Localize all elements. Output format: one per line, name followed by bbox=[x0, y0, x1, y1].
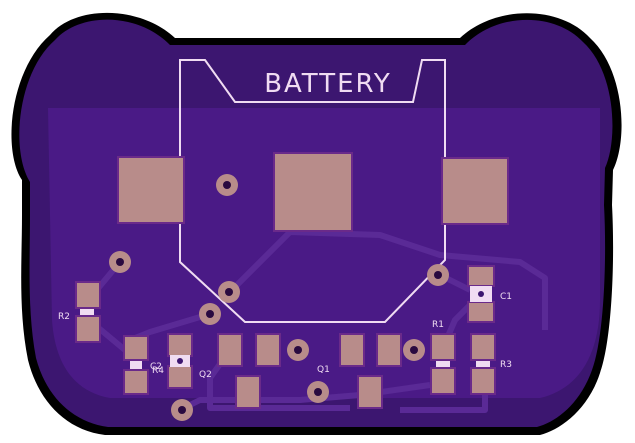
resistor-r2 bbox=[75, 281, 101, 343]
label-r3: R3 bbox=[500, 360, 512, 370]
capacitor-c1 bbox=[467, 265, 495, 323]
via bbox=[171, 399, 193, 421]
via bbox=[218, 281, 240, 303]
battery-pads bbox=[117, 152, 509, 232]
via bbox=[109, 251, 131, 273]
label-r1: R1 bbox=[432, 320, 444, 330]
label-r2: R2 bbox=[58, 312, 70, 322]
via bbox=[199, 303, 221, 325]
via bbox=[427, 264, 449, 286]
label-q2: Q2 bbox=[199, 370, 212, 380]
battery-outline bbox=[179, 59, 446, 323]
transistor-q2 bbox=[217, 333, 281, 409]
label-q1: Q1 bbox=[317, 365, 330, 375]
via bbox=[403, 339, 425, 361]
via bbox=[307, 381, 329, 403]
battery-label: BATTERY bbox=[264, 69, 392, 99]
label-r4: R4 bbox=[152, 366, 164, 376]
vias bbox=[109, 174, 449, 421]
capacitor-c2 bbox=[123, 335, 149, 395]
via bbox=[287, 339, 309, 361]
battery-pad-right bbox=[441, 157, 509, 225]
battery-pad-center bbox=[273, 152, 353, 232]
label-c1: C1 bbox=[500, 292, 512, 302]
battery-pad-left bbox=[117, 156, 185, 224]
label-c2: C2 bbox=[150, 362, 162, 372]
transistor-q1 bbox=[339, 333, 402, 409]
capacitor-c2-pads bbox=[167, 333, 193, 389]
resistor-r3 bbox=[470, 333, 496, 395]
resistor-r1 bbox=[430, 333, 456, 395]
via bbox=[216, 174, 238, 196]
